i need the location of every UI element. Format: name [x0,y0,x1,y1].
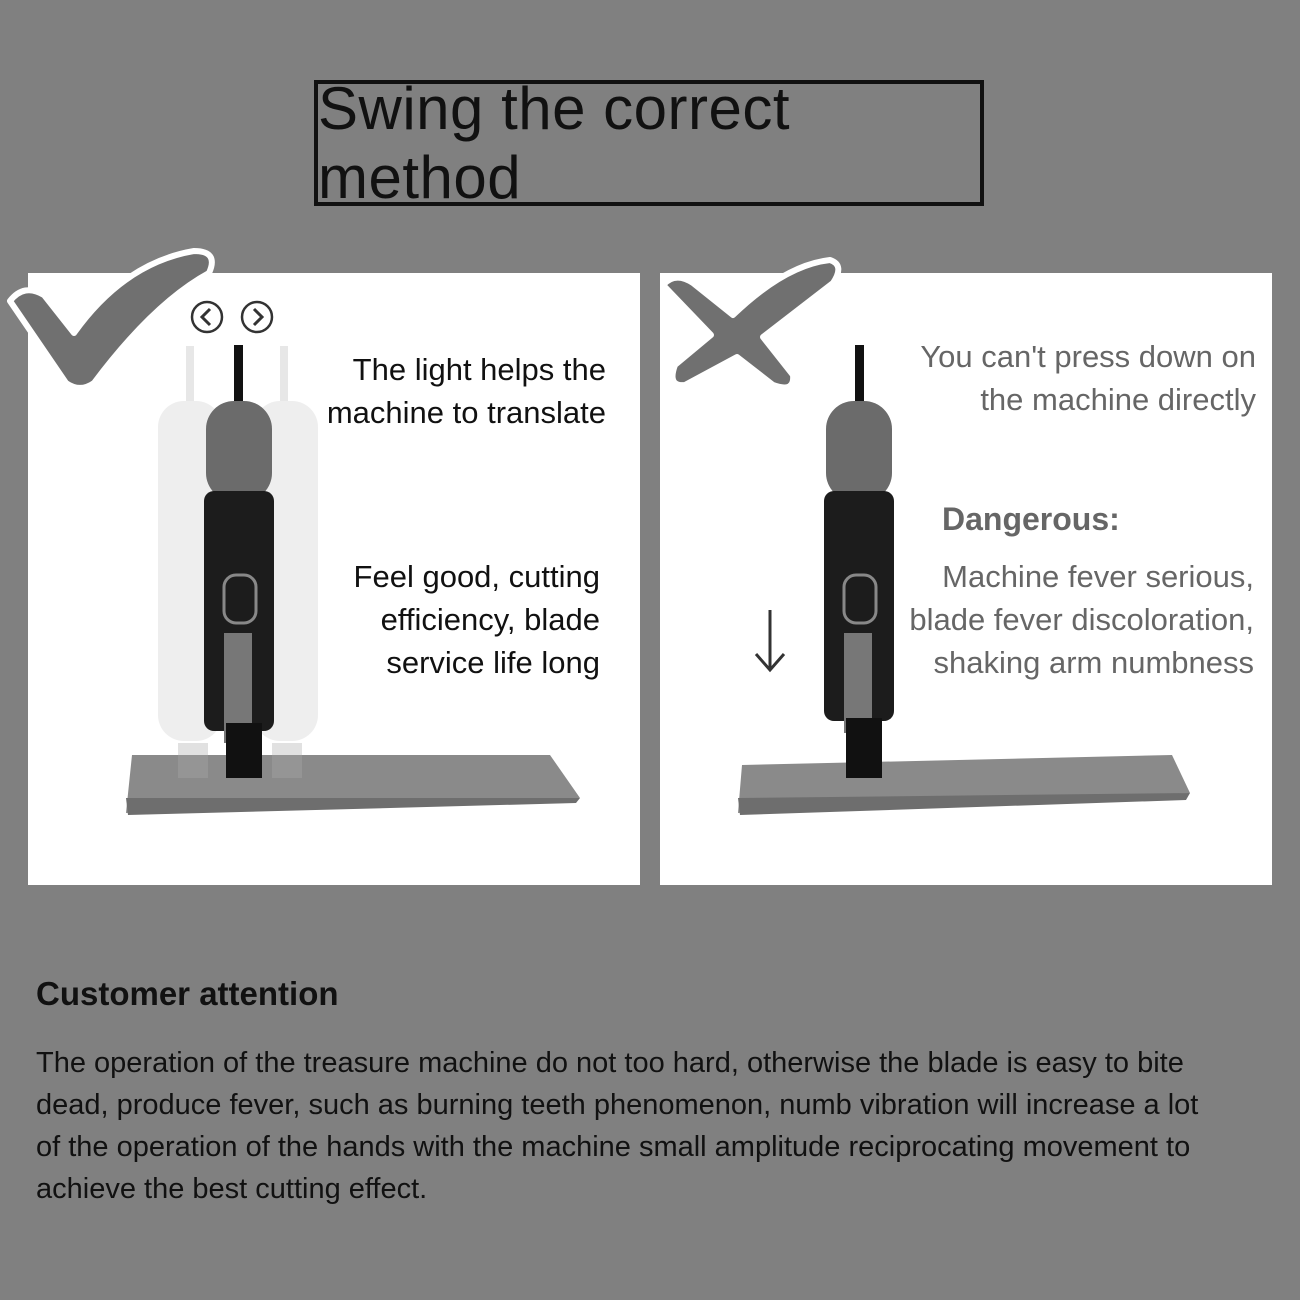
cross-mark-icon [660,257,842,391]
danger-effect-line1: Machine fever serious, [942,559,1254,594]
cutter-swing-illustration [126,345,580,815]
notice-line2: dead, produce fever, such as burning tee… [36,1089,1199,1121]
translate-caption: The light helps the machine to translate [268,348,606,434]
arrow-right-circle-icon [240,300,274,334]
press-warning-line2: the machine directly [980,382,1256,417]
page-title: Swing the correct method [314,75,984,211]
translate-caption-line1: The light helps the [352,352,606,387]
wrong-method-panel: You can't press down on the machine dire… [660,273,1272,885]
notice-line1: The operation of the treasure machine do… [36,1047,1184,1079]
arrow-left-circle-icon [190,300,224,334]
customer-attention-body: The operation of the treasure machine do… [36,1042,1286,1210]
danger-effect-line2: blade fever discoloration, [909,602,1254,637]
danger-heading: Dangerous: [942,501,1120,537]
notice-line4: achieve the best cutting effect. [36,1173,428,1205]
arrow-down-icon [754,610,786,673]
danger-effect-line3: shaking arm numbness [933,645,1255,680]
page-title-text: Swing the correct method [318,75,791,211]
benefits-line1: Feel good, cutting [353,559,600,594]
press-warning-caption: You can't press down on the machine dire… [890,335,1256,421]
check-mark-icon [7,248,215,391]
benefits-line3: service life long [386,645,600,680]
press-warning-line1: You can't press down on [920,339,1256,374]
notice-line3: of the operation of the hands with the m… [36,1131,1191,1163]
correct-method-panel: The light helps the machine to translate… [28,273,640,885]
danger-effects-caption: Machine fever serious, blade fever disco… [890,555,1254,684]
customer-attention-heading: Customer attention [36,975,339,1012]
benefits-line2: efficiency, blade [380,602,600,637]
translate-caption-line2: machine to translate [326,395,606,430]
benefits-caption: Feel good, cutting efficiency, blade ser… [268,555,600,684]
cutter-press-illustration [738,345,1190,815]
